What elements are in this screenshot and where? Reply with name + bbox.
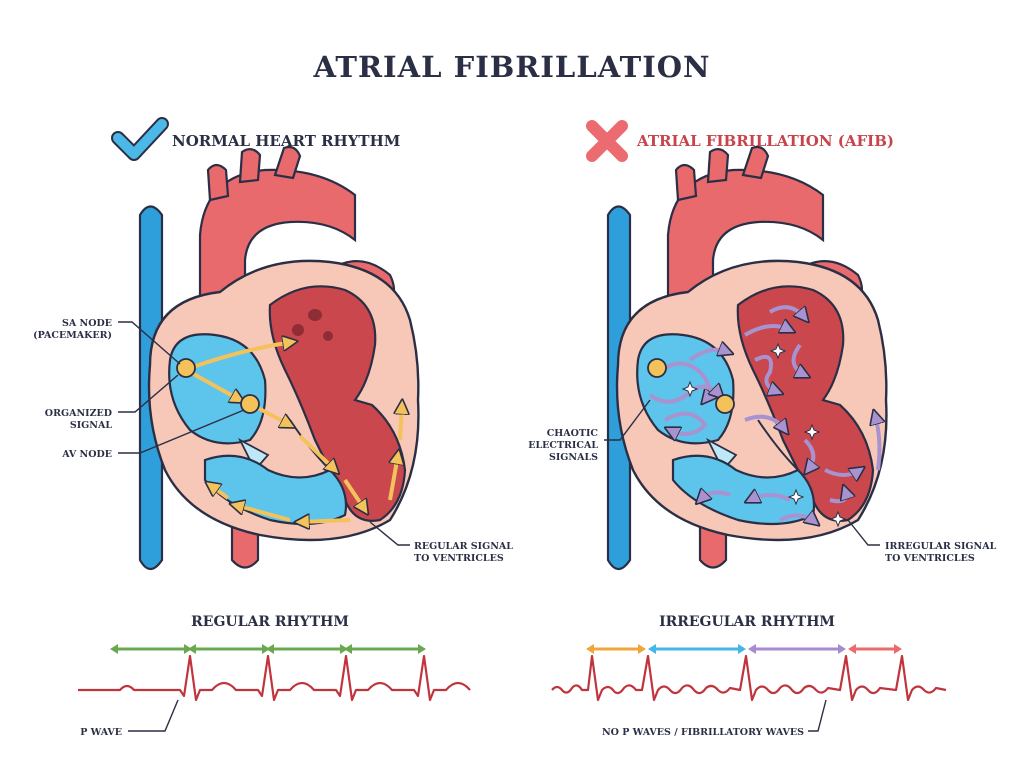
afib-heading: ATRIAL FIBRILLATION (AFIB) [636,132,894,150]
p-wave-label: P WAVE [80,727,122,738]
irregular-signal-sublabel: TO VENTRICLES [885,553,975,564]
irregular-interval-arrows [586,644,902,654]
organized-signal-label: ORGANIZED [45,408,112,419]
regular-interval-arrows [110,644,426,654]
afib-heart [604,145,888,571]
normal-heading: NORMAL HEART RHYTHM [172,132,400,150]
sa-node-sublabel: (PACEMAKER) [33,330,112,341]
page-title: ATRIAL FIBRILLATION [312,50,710,84]
no-p-waves-leader [808,699,827,732]
cross-icon [586,120,628,162]
av-node [240,394,260,414]
organized-signal-sublabel: SIGNAL [70,420,112,431]
check-icon [111,117,169,161]
regular-rhythm-title: REGULAR RHYTHM [191,614,349,630]
regular-ecg-trace [78,654,471,702]
left-chamber [268,285,407,522]
sa-node-label: SA NODE [62,318,112,329]
irregular-ecg-trace [551,654,947,702]
no-p-waves-label: NO P WAVES / FIBRILLATORY WAVES [602,727,804,738]
regular-signal-label: REGULAR SIGNAL [414,541,513,552]
irregular-rhythm-title: IRREGULAR RHYTHM [659,614,835,630]
irregular-signal-label: IRREGULAR SIGNAL [885,541,997,552]
regular-signal-sublabel: TO VENTRICLES [414,553,504,564]
p-wave-leader [128,699,179,732]
av-node-label: AV NODE [61,449,112,460]
chaotic-label-3: SIGNALS [549,452,598,463]
chaotic-label-1: CHAOTIC [547,428,599,439]
chaotic-label-2: ELECTRICAL [528,440,598,451]
sa-node [176,358,196,378]
normal-heart [118,145,420,571]
